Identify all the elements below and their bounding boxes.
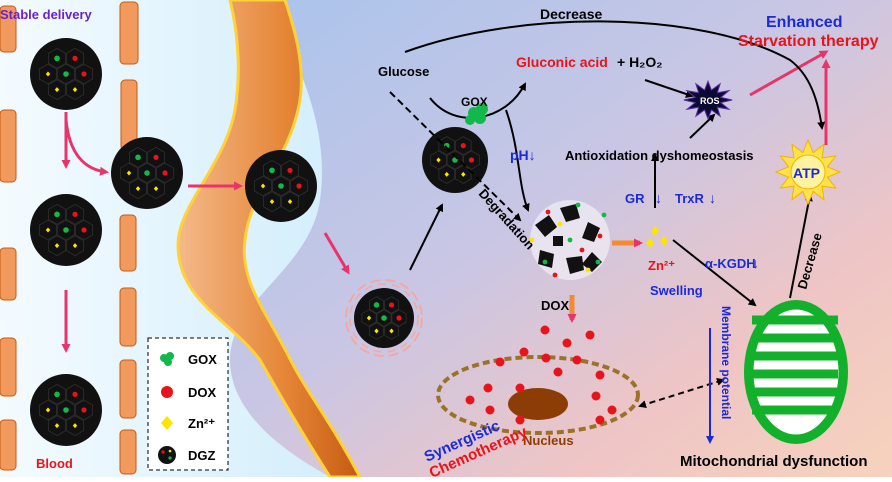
label-blood: Blood <box>36 456 73 471</box>
atp-sun-icon <box>774 138 842 206</box>
dox-molecule <box>595 370 605 380</box>
dgz-particle-intracellular <box>422 127 488 193</box>
fragment-dot <box>575 202 581 208</box>
nuclear-envelope <box>436 355 640 435</box>
legend-label-gox: GOX <box>188 352 217 367</box>
dox-molecule <box>465 395 475 405</box>
vessel-wall-left <box>0 5 17 471</box>
arrow-mito-to-atp <box>789 193 813 299</box>
label-trxr: TrxR <box>675 191 705 206</box>
dox-molecule <box>540 325 550 335</box>
dox-molecule <box>541 353 551 363</box>
label-enhanced: Enhanced <box>766 14 842 31</box>
dox-molecule <box>553 367 563 377</box>
fragment-dot <box>595 259 601 265</box>
arrow-ros-to-therapy <box>749 50 829 97</box>
label-akgdh: α-KGDH <box>705 256 756 271</box>
label-nucleus: Nucleus <box>523 433 574 448</box>
fragment-dot <box>552 272 558 278</box>
dox-molecule <box>515 383 525 393</box>
fragment-dot <box>529 237 535 243</box>
label-swelling: Swelling <box>650 283 703 298</box>
legend-item-dox: DOX <box>161 385 217 400</box>
mitochondrion <box>744 300 848 444</box>
dgz-particle-membrane <box>245 150 317 222</box>
label-antioxidation: Antioxidation dyshomeostasis <box>565 148 754 163</box>
dox-molecule <box>585 330 595 340</box>
nucleus-icon <box>508 388 568 420</box>
dgz-particle-blood-3 <box>30 374 102 446</box>
dox-molecule <box>483 383 493 393</box>
label-gox-enzyme: GOX <box>461 95 488 109</box>
label-glucose: Glucose <box>378 64 429 79</box>
fragment-dot <box>542 259 548 265</box>
arrow-degradation-dashed <box>389 91 522 222</box>
label-ros: ROS <box>700 96 720 106</box>
fragment-dot <box>597 233 603 239</box>
label-gluconic-acid: Gluconic acid <box>516 54 608 70</box>
fragment-dot <box>567 237 573 243</box>
zn-ions-released <box>646 226 668 248</box>
label-membrane-potential: Membrane potential <box>719 306 733 419</box>
legend-label-zn: Zn²⁺ <box>188 416 215 431</box>
label-ph-decrease: pH↓ <box>510 147 536 163</box>
arrow-antiox-to-ros <box>689 113 716 139</box>
fragment-dot <box>585 267 591 273</box>
legend-label-dox: DOX <box>188 385 217 400</box>
label-h2o2: + H₂O₂ <box>617 54 663 70</box>
flow-arrow-to-margin <box>64 119 109 176</box>
dox-molecule <box>595 415 605 425</box>
arrow-ph-to-degradation <box>505 109 530 212</box>
dox-molecule <box>515 415 525 425</box>
dgz-particle-margin <box>111 137 183 209</box>
legend-item-zn: Zn²⁺ <box>161 416 215 431</box>
gr-decrease-arrow: ↓ <box>655 190 662 206</box>
dox-molecule <box>607 405 617 415</box>
label-decrease-top: Decrease <box>540 6 602 22</box>
ros-burst-icon <box>683 79 733 121</box>
fragment-dot <box>579 247 585 253</box>
fragment-dot <box>601 212 607 218</box>
label-starvation-therapy: Starvation therapy <box>738 33 879 50</box>
dox-molecule <box>572 355 582 365</box>
gox-enzyme-icon <box>465 103 488 125</box>
trxr-decrease-arrow: ↓ <box>709 190 716 206</box>
fragment-dot <box>545 209 551 215</box>
dox-molecule <box>485 405 495 415</box>
label-gr: GR <box>625 191 645 206</box>
arrow-zn-to-mito <box>672 239 757 307</box>
fragment-dot <box>557 221 563 227</box>
label-zn-ions: Zn²⁺ <box>648 258 675 273</box>
arrow-decrease-top <box>404 20 826 130</box>
dgz-particle-blood-1 <box>30 38 102 110</box>
flow-arrow-endocytosis <box>323 232 350 275</box>
arrow-endosome-to-dgz <box>409 203 443 271</box>
label-mitochondrial-dysfunction: Mitochondrial dysfunction <box>680 453 868 470</box>
label-stable-delivery: Stable delivery <box>0 7 93 22</box>
dox-molecule <box>562 338 572 348</box>
arrow-h2o2-to-ros <box>644 79 694 98</box>
dox-molecule <box>591 391 601 401</box>
legend-label-dgz: DGZ <box>188 448 216 463</box>
label-dox-release: DOX <box>541 298 570 313</box>
akgdh-decrease-arrow: ↓ <box>752 255 759 271</box>
label-atp: ATP <box>793 165 820 181</box>
dgz-particle-endosome <box>345 279 423 357</box>
dox-molecule <box>495 357 505 367</box>
legend-item-gox: GOX <box>160 352 217 367</box>
dgz-particle-blood-2 <box>30 194 102 266</box>
legend: GOX DOX Zn²⁺ DGZ <box>147 337 229 471</box>
dox-molecule <box>519 347 529 357</box>
legend-item-dgz: DGZ <box>158 446 216 464</box>
vessel-wall-right <box>119 1 139 475</box>
